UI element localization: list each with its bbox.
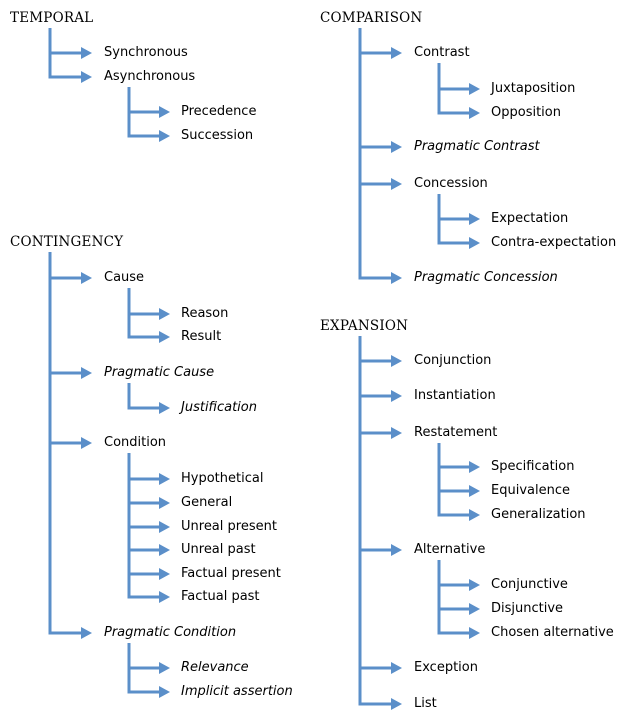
justification-node-label: Justification [181,400,257,415]
chosen-alternative-node-label: Chosen alternative [491,625,614,640]
comparison-root-label: COMPARISON [320,10,423,26]
pragmatic-concession-node-label: Pragmatic Concession [414,270,558,285]
implicit-assertion-node-label: Implicit assertion [181,684,293,699]
reason-node-label: Reason [181,306,229,321]
pragmatic-cause-node-label: Pragmatic Cause [104,365,215,380]
concession-arrow-icon [391,178,402,190]
pragmatic-condition-node-label: Pragmatic Condition [104,625,237,640]
justification-arrow-icon [159,402,170,414]
opposition-node-label: Opposition [491,105,561,120]
asynchronous-node-label: Asynchronous [104,69,196,84]
contra-expectation-arrow-icon [469,237,480,249]
conjunction-arrow-icon [391,355,402,367]
list-arrow-icon [391,698,402,710]
conjunctive-arrow-icon [469,579,480,591]
unreal-past-arrow-icon [159,544,170,556]
equivalence-node-label: Equivalence [491,483,570,498]
hypothetical-node-label: Hypothetical [181,471,264,486]
alternative-node-label: Alternative [414,542,486,557]
instantiation-node-label: Instantiation [414,388,496,403]
expansion-root-label: EXPANSION [320,318,409,334]
specification-arrow-icon [469,461,480,473]
contrast-node-label: Contrast [414,45,470,60]
chosen-alternative-arrow-icon [469,627,480,639]
alternative-arrow-icon [391,544,402,556]
concession-node-label: Concession [414,176,488,191]
pragmatic-concession-arrow-icon [391,272,402,284]
synchronous-node-label: Synchronous [104,45,188,60]
juxtaposition-node-label: Juxtaposition [491,81,576,96]
general-arrow-icon [159,497,170,509]
synchronous-arrow-icon [81,47,92,59]
generalization-arrow-icon [469,509,480,521]
hypothetical-arrow-icon [159,473,170,485]
cause-node-label: Cause [104,270,145,285]
instantiation-arrow-icon [391,390,402,402]
contrast-arrow-icon [391,47,402,59]
unreal-past-node-label: Unreal past [181,542,256,557]
equivalence-arrow-icon [469,485,480,497]
pragmatic-cause-arrow-icon [81,367,92,379]
disjunctive-node-label: Disjunctive [491,601,564,616]
factual-present-arrow-icon [159,568,170,580]
pragmatic-condition-arrow-icon [81,627,92,639]
implicit-assertion-arrow-icon [159,686,170,698]
unreal-present-arrow-icon [159,521,170,533]
disjunctive-arrow-icon [469,603,480,615]
generalization-node-label: Generalization [491,507,586,522]
cause-arrow-icon [81,272,92,284]
opposition-arrow-icon [469,107,480,119]
restatement-node-label: Restatement [414,425,498,440]
factual-past-node-label: Factual past [181,589,260,604]
reason-arrow-icon [159,308,170,320]
expectation-arrow-icon [469,213,480,225]
precedence-node-label: Precedence [181,104,257,119]
list-node-label: List [414,696,437,711]
precedence-arrow-icon [159,106,170,118]
contra-expectation-node-label: Contra-expectation [491,235,617,250]
restatement-arrow-icon [391,427,402,439]
exception-node-label: Exception [414,660,478,675]
pragmatic-contrast-node-label: Pragmatic Contrast [414,139,540,154]
succession-arrow-icon [159,130,170,142]
relevance-arrow-icon [159,662,170,674]
condition-node-label: Condition [104,435,167,450]
condition-arrow-icon [81,437,92,449]
factual-present-node-label: Factual present [181,566,281,581]
relevance-node-label: Relevance [181,660,249,675]
result-arrow-icon [159,331,170,343]
general-node-label: General [181,495,233,510]
exception-arrow-icon [391,662,402,674]
temporal-root-label: TEMPORAL [10,10,94,26]
pragmatic-contrast-arrow-icon [391,141,402,153]
juxtaposition-arrow-icon [469,83,480,95]
result-node-label: Result [181,329,222,344]
expectation-node-label: Expectation [491,211,569,226]
conjunctive-node-label: Conjunctive [491,577,568,592]
factual-past-arrow-icon [159,591,170,603]
conjunction-node-label: Conjunction [414,353,492,368]
asynchronous-arrow-icon [81,71,92,83]
specification-node-label: Specification [491,459,575,474]
contingency-root-label: CONTINGENCY [10,234,124,250]
succession-node-label: Succession [181,128,254,143]
unreal-present-node-label: Unreal present [181,519,277,534]
